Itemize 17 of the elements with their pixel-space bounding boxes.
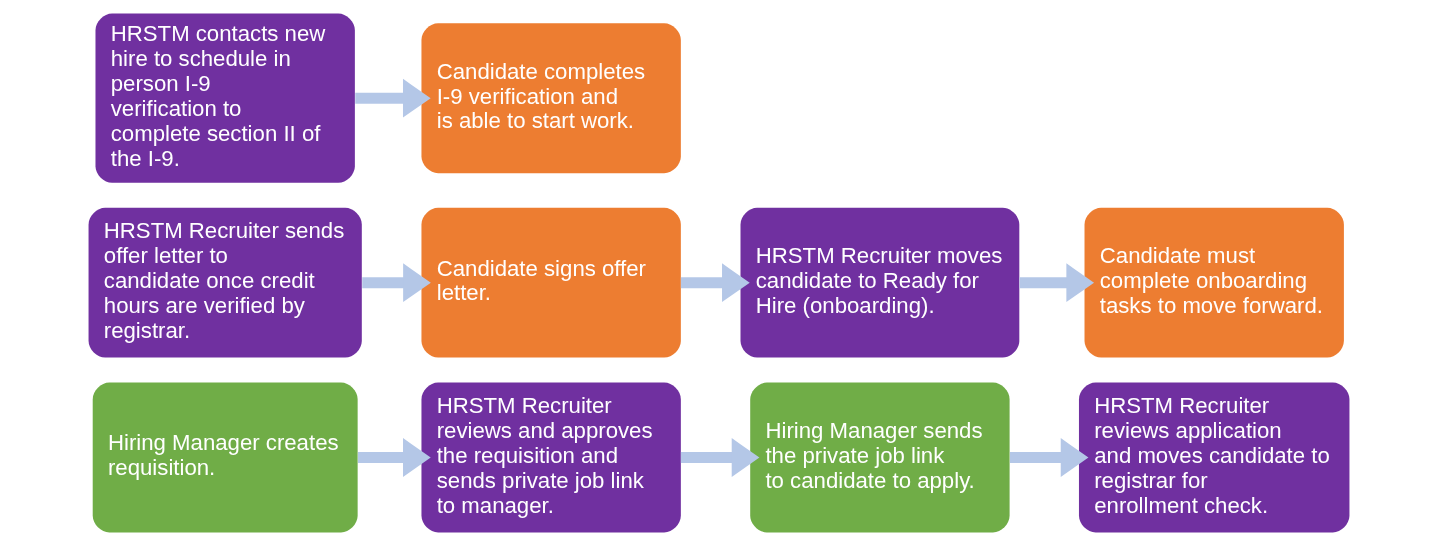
node-box: Candidate completes I-9 verification and is able to start work. [420,23,681,174]
arrow [357,438,431,477]
node-box: Candidate signs offer letter. [420,207,681,358]
arrow [680,263,750,303]
node-box: Candidate must complete onboarding tasks to move forward. [1084,207,1344,358]
arrow [354,78,431,118]
arrow [1009,438,1088,477]
node-box: HRSTM Recruiter reviews and approves the requisition and sends private job link to manager. [420,382,681,533]
node-box: Hiring Manager creates requisition. [92,382,358,533]
arrow [1019,263,1094,303]
node-box: HRSTM Recruiter moves candidate to Ready for Hire (onboarding). [740,207,1019,358]
node-box: HRSTM contacts new hire to schedule in person I-9 verification to complete section II of the I-9. [95,13,355,183]
node-box: HRSTM Recruiter reviews application and moves candidate to registrar for enrollment check. [1078,382,1349,533]
arrow [680,438,759,477]
node-box: Hiring Manager sends the private job link to candidate to apply. [749,382,1010,533]
arrow [361,263,431,303]
node-box: HRSTM Recruiter sends offer letter to candidate once credit hours are verified by registrar. [88,207,362,358]
